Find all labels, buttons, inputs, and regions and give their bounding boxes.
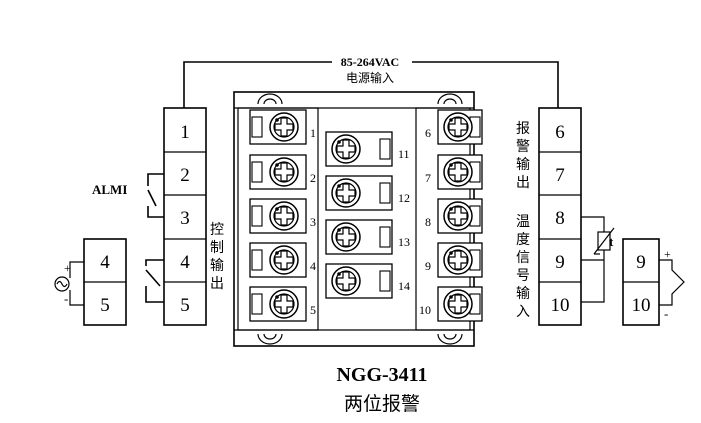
screw-terminal	[249, 154, 307, 190]
terminal-number: 4	[180, 252, 190, 273]
svg-text:温: 温	[516, 214, 530, 230]
screw-terminal	[249, 109, 307, 145]
control-output-switch	[145, 259, 164, 303]
device-number: 11	[398, 147, 410, 161]
thermocouple-symbol	[659, 259, 685, 306]
thermocouple-terminal-block: 9 10	[622, 238, 660, 326]
device-number: 3	[310, 215, 316, 229]
screw-terminal	[249, 198, 307, 234]
terminal-number: 10	[551, 295, 570, 316]
device-number: 14	[398, 279, 410, 293]
svg-text:入: 入	[516, 304, 530, 320]
ac-source-symbol	[54, 261, 84, 306]
device-number: 9	[425, 259, 431, 273]
screw-terminal	[325, 131, 393, 167]
device-left-numbers: 1 2 3 4 5	[310, 126, 316, 317]
device-number: 4	[310, 259, 316, 273]
svg-text:控: 控	[210, 222, 224, 238]
device-number: 5	[310, 303, 316, 317]
temperature-input-label: 温 度 信 号 输 入	[516, 214, 530, 320]
source-minus: -	[64, 291, 68, 306]
terminal-number: 9	[636, 252, 646, 273]
alarm-switch	[147, 173, 164, 218]
rtd-symbol: t	[609, 234, 614, 249]
terminal-number: 5	[100, 295, 110, 316]
screw-terminal	[437, 109, 483, 145]
terminal-number: 2	[180, 165, 190, 186]
svg-text:度: 度	[516, 232, 530, 248]
alarm-output-label: 报 警 输 出	[516, 121, 530, 191]
screw-terminal	[437, 154, 483, 190]
control-output-label: 控 制 输 出	[210, 222, 224, 292]
svg-text:信: 信	[516, 250, 530, 266]
terminal-number: 7	[555, 165, 565, 186]
terminal-number: 3	[180, 208, 190, 229]
screw-terminal	[325, 219, 393, 255]
screw-terminal	[325, 175, 393, 211]
device-number: 6	[425, 126, 431, 140]
device-number: 1	[310, 126, 316, 140]
svg-text:出: 出	[516, 175, 530, 191]
device-number: 10	[419, 303, 431, 317]
terminal-number: 6	[555, 122, 565, 143]
power-input-label: 电源输入	[346, 70, 394, 85]
screw-terminals	[249, 109, 483, 322]
tc-plus: +	[664, 247, 671, 261]
device-number: 12	[398, 191, 410, 205]
rtd-sensor	[581, 216, 615, 303]
device-right-numbers: 6 7 8 9 10	[419, 126, 431, 317]
svg-text:输: 输	[516, 157, 530, 173]
screw-terminal	[325, 263, 393, 299]
tc-minus: -	[664, 306, 668, 321]
screw-terminal	[437, 286, 483, 322]
svg-text:警: 警	[516, 139, 530, 155]
svg-text:输: 输	[210, 258, 224, 274]
terminal-number: 8	[555, 208, 565, 229]
svg-text:制: 制	[210, 240, 224, 256]
svg-text:输: 输	[516, 286, 530, 302]
device-number: 8	[425, 215, 431, 229]
terminal-number: 10	[632, 295, 651, 316]
left-terminal-block: 1 2 3 4 5	[163, 107, 207, 326]
terminal-number: 5	[180, 295, 190, 316]
terminal-number: 9	[555, 252, 565, 273]
power-voltage-label: 85-264VAC	[341, 55, 399, 69]
source-terminal-block: 4 5	[83, 238, 127, 326]
device-number: 7	[425, 171, 431, 185]
screw-terminal	[437, 198, 483, 234]
screw-terminal	[437, 242, 483, 278]
device-mid-numbers: 11 12 13 14	[398, 147, 410, 293]
alarm-label: ALMI	[92, 182, 127, 197]
svg-text:报: 报	[516, 121, 530, 137]
power-wires	[183, 61, 559, 108]
model-name: NGG-3411	[336, 364, 427, 386]
terminal-number: 4	[100, 252, 110, 273]
screw-terminal	[249, 286, 307, 322]
source-plus: +	[64, 261, 71, 275]
terminal-number: 1	[180, 122, 190, 143]
device-number: 13	[398, 235, 410, 249]
svg-text:出: 出	[210, 276, 224, 292]
svg-text:号: 号	[516, 268, 530, 284]
right-terminal-block: 6 7 8 9 10	[538, 107, 582, 326]
screw-terminal	[249, 242, 307, 278]
device-number: 2	[310, 171, 316, 185]
subtitle: 两位报警	[344, 393, 420, 415]
